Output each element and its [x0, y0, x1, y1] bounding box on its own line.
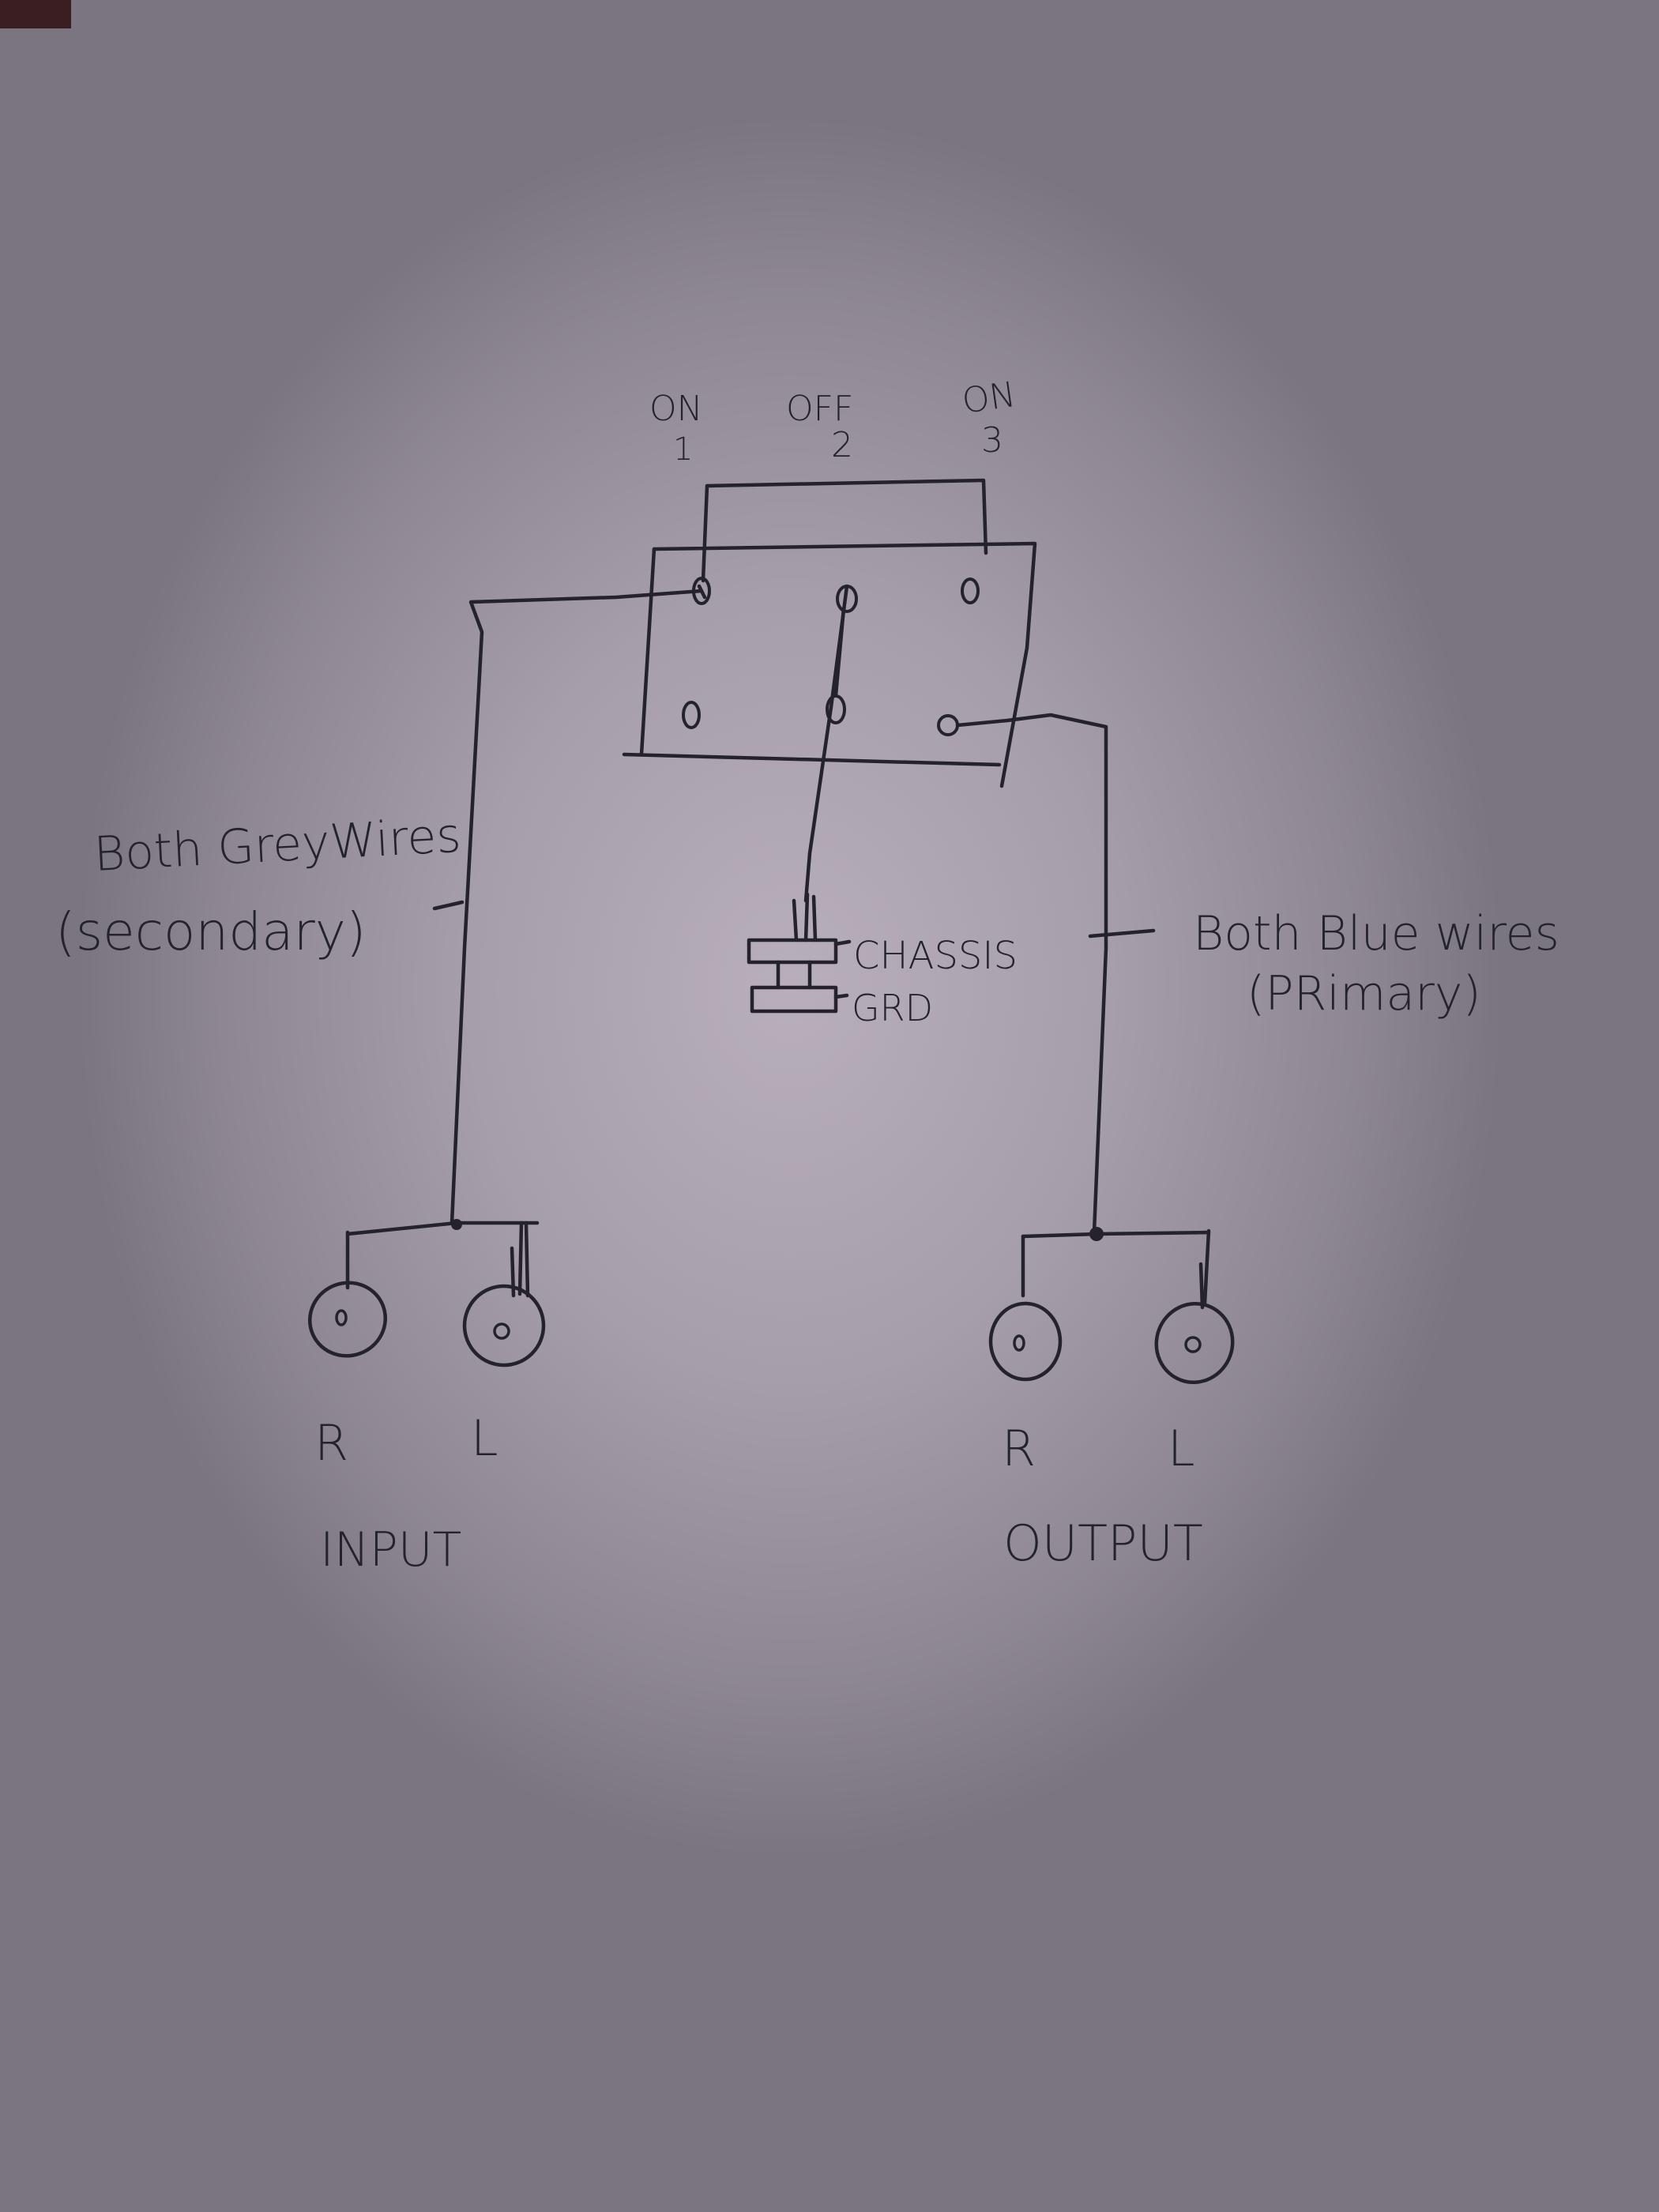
left-annotation-line2: (secondary) — [55, 901, 367, 962]
switch-pos-1-state: ON — [649, 389, 703, 429]
switch-pos-1-number: 1 — [673, 431, 693, 468]
output-label-r: R — [1002, 1420, 1036, 1477]
corner-mark — [0, 0, 71, 28]
ground-label-grd: GRD — [852, 987, 933, 1029]
terminal-1-bottom — [682, 701, 701, 729]
output-label-l: L — [1168, 1420, 1195, 1477]
ground-symbol-top — [747, 938, 838, 965]
switch-pos-2-number: 2 — [831, 425, 853, 465]
input-jack-r[interactable] — [299, 1272, 396, 1366]
ground-label-chassis: CHASSIS — [853, 934, 1018, 978]
output-jack-l[interactable] — [1146, 1293, 1243, 1394]
input-jack-l[interactable] — [462, 1284, 546, 1367]
left-annotation-line1: Both GreyWires — [92, 808, 462, 882]
right-annotation-line1: Both Blue wires — [1193, 906, 1559, 961]
switch-position-labels: ON 1 OFF 2 ON 3 — [649, 374, 1018, 468]
switch-body — [622, 478, 1037, 788]
switch-pos-3-state: ON — [960, 374, 1018, 422]
input-label-r: R — [314, 1414, 348, 1472]
output-section-label: OUTPUT — [1003, 1514, 1203, 1572]
switch-pos-2-state: OFF — [786, 389, 853, 429]
input-junction-dot — [451, 1219, 462, 1230]
right-annotation-line2: (PRimary) — [1247, 966, 1481, 1021]
terminal-3-bottom — [937, 714, 959, 736]
terminal-3-top — [961, 577, 980, 604]
input-section-label: INPUT — [320, 1522, 461, 1578]
ground-symbol-bottom — [750, 985, 838, 1014]
ground-wire — [747, 584, 852, 1014]
input-label-l: L — [471, 1409, 498, 1467]
output-junction-dot — [1089, 1227, 1104, 1241]
output-jack-r[interactable] — [988, 1301, 1063, 1382]
output-wire — [955, 713, 1211, 1310]
input-wire — [345, 589, 704, 1298]
switch-pos-3-number: 3 — [981, 420, 1003, 461]
